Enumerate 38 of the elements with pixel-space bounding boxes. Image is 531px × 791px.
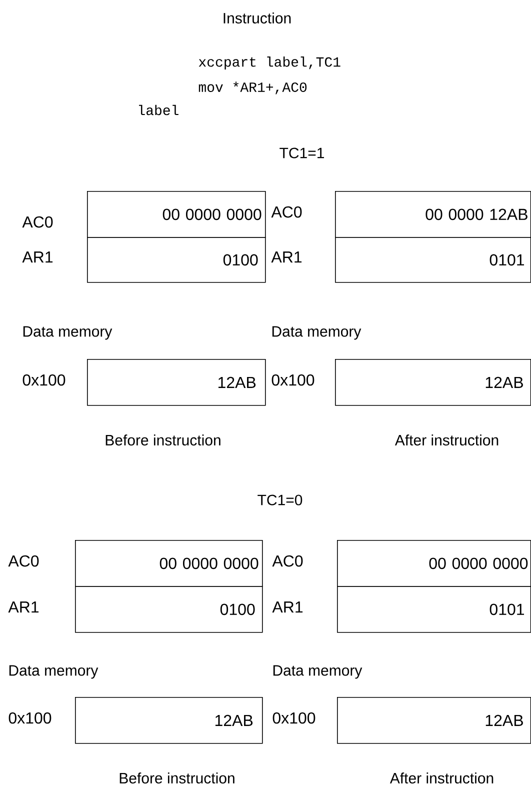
register-label: AR1 [8,602,39,612]
register-cell: 00 0000 0000 [337,540,531,587]
register-cell: 12AB [335,359,531,406]
code-line: mov *AR1+,AC0 [198,82,307,94]
heading: Instruction [224,12,291,24]
condition-heading: TC1=0 [258,494,302,506]
caption: Before instruction [106,434,220,446]
code-line: label [139,104,178,116]
caption: After instruction [390,772,494,784]
address-label: 0x100 [272,712,316,724]
register-label: AR1 [22,252,53,262]
code-line: xccpart label,TC1 [198,56,340,70]
register-label: AC0 [8,555,39,567]
register-cell: 0101 [335,237,531,283]
caption: Before instruction [120,772,234,784]
register-label: AR1 [271,252,302,262]
register-cell: 0100 [87,237,266,283]
register-cell: 0101 [337,586,531,633]
register-label: AR1 [272,602,303,612]
section-label: Data memory [272,326,362,340]
section-label: Data memory [273,665,362,679]
register-label: AC0 [271,206,302,218]
section-label: Data memory [9,665,98,679]
register-cell: 12AB [337,697,531,744]
register-cell: 12AB [75,697,263,744]
register-label: AC0 [272,555,303,567]
address-label: 0x100 [22,374,66,386]
register-cell: 00 0000 0000 [87,191,266,238]
condition-heading: TC1=1 [280,148,324,158]
address-label: 0x100 [272,374,314,386]
caption: After instruction [394,434,498,446]
register-cell: 00 0000 12AB [335,191,531,238]
register-cell: 0100 [75,586,263,633]
address-label: 0x100 [8,712,52,724]
section-label: Data memory [23,326,112,340]
register-cell: 00 0000 0000 [75,540,263,587]
register-label: AC0 [22,216,53,228]
register-cell: 12AB [87,359,266,406]
